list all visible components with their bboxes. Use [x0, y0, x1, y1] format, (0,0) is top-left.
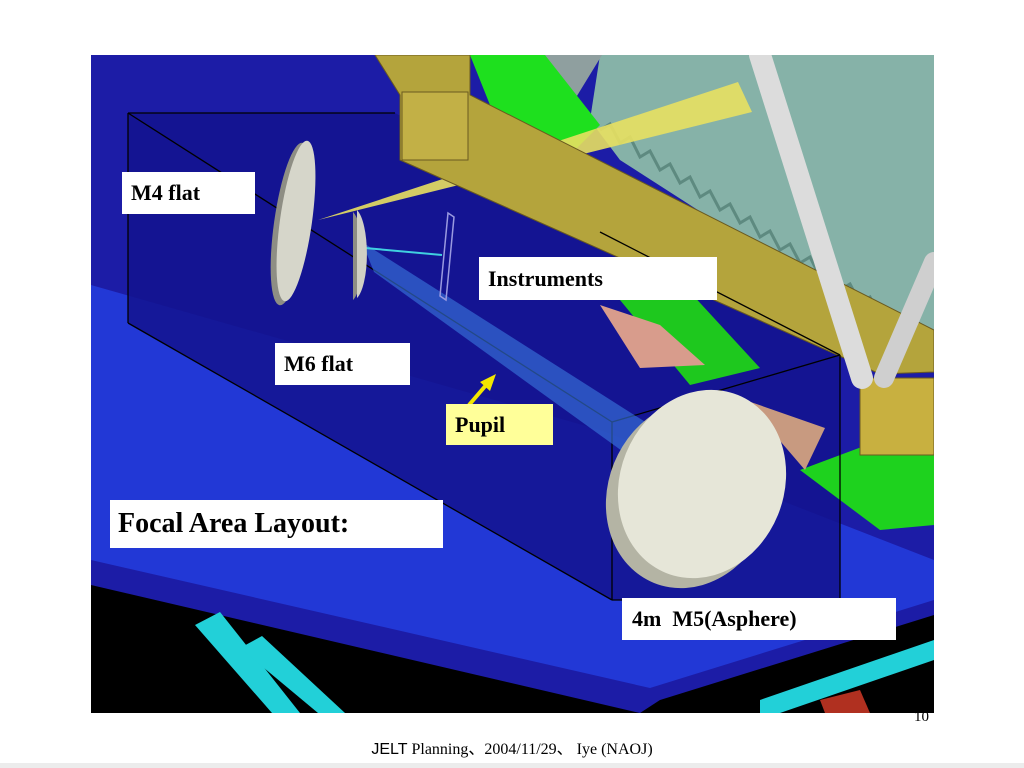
- pupil-label: Pupil: [446, 404, 553, 445]
- m4-flat-label: M4 flat: [122, 172, 255, 214]
- beam-end-block: [859, 377, 934, 456]
- m6-mirror: [357, 210, 367, 298]
- m5-asphere-label: 4m M5(Asphere): [622, 598, 896, 640]
- cyan-strut-2: [240, 636, 345, 713]
- beam-block: [401, 91, 469, 161]
- footer-brand: JELT: [371, 741, 408, 758]
- slide-title: Focal Area Layout:: [110, 500, 443, 548]
- support-beam: [374, 55, 934, 375]
- lower-void: [91, 585, 640, 713]
- bottom-divider: [0, 763, 1024, 768]
- green-structure-2: [620, 292, 760, 385]
- footer-text: Planning、2004/11/29、 Iye (NAOJ): [407, 741, 653, 758]
- slide-footer: JELT Planning、2004/11/29、 Iye (NAOJ): [0, 735, 1024, 759]
- truss-pole-1: [749, 55, 873, 389]
- cyan-strut-1: [195, 612, 300, 713]
- truss-pole-2: [874, 252, 934, 388]
- instrument-focal-plane: [439, 211, 455, 302]
- instruments-label: Instruments: [479, 257, 717, 300]
- pupil-arrow: [467, 374, 496, 407]
- cyan-strut-3: [760, 640, 934, 713]
- light-path-ray: [364, 247, 443, 256]
- light-path-tube: [362, 242, 702, 500]
- grey-segment: [540, 55, 602, 104]
- red-piece: [820, 690, 870, 713]
- m6-flat-label: M6 flat: [275, 343, 410, 385]
- pink-structure-1: [600, 305, 705, 368]
- m4-mirror: [276, 140, 316, 302]
- green-structure-1: [470, 55, 600, 165]
- mirror-segment-edge: [599, 121, 902, 331]
- focal-area-render: [91, 55, 934, 713]
- m5-mirror: [617, 389, 787, 579]
- page-number: 10: [914, 709, 929, 725]
